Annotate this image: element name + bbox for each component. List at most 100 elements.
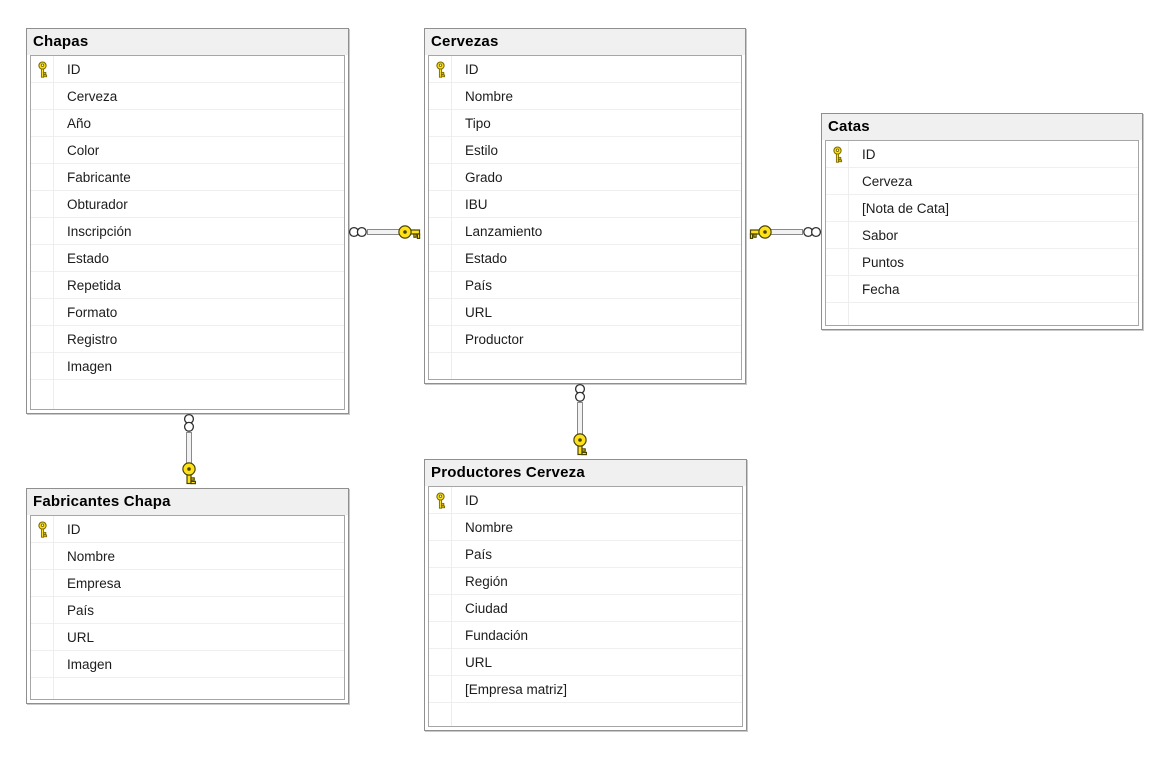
row-icon-cell bbox=[826, 276, 848, 302]
table-row[interactable]: Nombre bbox=[429, 83, 741, 110]
column-label: ID bbox=[67, 61, 81, 77]
relationship-connector[interactable] bbox=[348, 221, 424, 243]
table-title: Catas bbox=[822, 114, 1142, 140]
column-label: Región bbox=[465, 573, 508, 589]
many-cardinality-infinity-icon bbox=[348, 226, 367, 238]
table-row[interactable]: Fecha bbox=[826, 276, 1138, 303]
column-label: Tipo bbox=[465, 115, 491, 131]
table-row[interactable]: País bbox=[429, 541, 742, 568]
table-row[interactable]: Lanzamiento bbox=[429, 218, 741, 245]
table-row[interactable]: Nombre bbox=[31, 543, 344, 570]
relationship-connector[interactable] bbox=[178, 413, 200, 488]
column-label: País bbox=[67, 602, 95, 618]
table-row[interactable]: URL bbox=[429, 299, 741, 326]
row-icon-cell bbox=[429, 541, 451, 567]
relationship-connector[interactable] bbox=[569, 383, 591, 459]
row-icon-cell bbox=[429, 299, 451, 325]
column-label: Lanzamiento bbox=[465, 223, 543, 239]
row-icon-cell bbox=[31, 353, 53, 379]
row-icon-cell bbox=[429, 326, 451, 352]
table-row[interactable]: Puntos bbox=[826, 249, 1138, 276]
table-row[interactable]: Tipo bbox=[429, 110, 741, 137]
table-row[interactable]: Nombre bbox=[429, 514, 742, 541]
table-row[interactable]: Productor bbox=[429, 326, 741, 353]
table-row[interactable]: Registro bbox=[31, 326, 344, 353]
table-row[interactable]: IBU bbox=[429, 191, 741, 218]
table-row[interactable]: ID bbox=[826, 141, 1138, 168]
row-icon-cell bbox=[429, 191, 451, 217]
row-icon-cell bbox=[826, 168, 848, 194]
table-row[interactable]: URL bbox=[31, 624, 344, 651]
column-label: [Empresa matriz] bbox=[465, 681, 568, 697]
table-row[interactable]: URL bbox=[429, 649, 742, 676]
one-cardinality-key-icon bbox=[749, 225, 772, 240]
row-icon-cell bbox=[429, 568, 451, 594]
column-label: País bbox=[465, 546, 493, 562]
table-row[interactable]: Estado bbox=[31, 245, 344, 272]
table-row[interactable]: País bbox=[429, 272, 741, 299]
row-icon-cell bbox=[429, 649, 451, 675]
column-label: URL bbox=[465, 654, 493, 670]
column-label: URL bbox=[67, 629, 95, 645]
row-icon-cell bbox=[826, 195, 848, 221]
row-icon-cell bbox=[429, 514, 451, 540]
table-row[interactable]: Inscripción bbox=[31, 218, 344, 245]
row-icon-cell bbox=[826, 222, 848, 248]
table-row[interactable]: ID bbox=[31, 516, 344, 543]
column-label: ID bbox=[465, 61, 479, 77]
table-row[interactable]: Año bbox=[31, 110, 344, 137]
table-row[interactable]: Repetida bbox=[31, 272, 344, 299]
table-row[interactable]: Color bbox=[31, 137, 344, 164]
table-row[interactable]: ID bbox=[31, 56, 344, 83]
table-row[interactable]: ID bbox=[429, 487, 742, 514]
table-row[interactable]: Imagen bbox=[31, 651, 344, 678]
column-label: Fabricante bbox=[67, 169, 131, 185]
table-row[interactable]: Cerveza bbox=[826, 168, 1138, 195]
row-icon-cell bbox=[31, 137, 53, 163]
row-icon-cell bbox=[31, 218, 53, 244]
relationship-connector[interactable] bbox=[746, 221, 822, 243]
table-row[interactable]: Ciudad bbox=[429, 595, 742, 622]
row-icon-cell bbox=[31, 272, 53, 298]
table-row[interactable]: Fundación bbox=[429, 622, 742, 649]
table-row[interactable]: Empresa bbox=[31, 570, 344, 597]
column-label: Imagen bbox=[67, 656, 113, 672]
table-row[interactable]: Estado bbox=[429, 245, 741, 272]
primary-key-icon bbox=[429, 487, 451, 513]
table-row[interactable]: Grado bbox=[429, 164, 741, 191]
many-cardinality-infinity-icon bbox=[803, 226, 822, 238]
table-row[interactable]: ID bbox=[429, 56, 741, 83]
column-label: Cerveza bbox=[862, 173, 913, 189]
connector-line bbox=[769, 229, 803, 235]
primary-key-icon bbox=[429, 56, 451, 82]
table-row[interactable]: [Nota de Cata] bbox=[826, 195, 1138, 222]
row-icon-cell bbox=[31, 245, 53, 271]
table-row[interactable]: Fabricante bbox=[31, 164, 344, 191]
row-icon-cell bbox=[429, 164, 451, 190]
table-row[interactable]: Imagen bbox=[31, 353, 344, 380]
column-label: Productor bbox=[465, 331, 524, 347]
table-row[interactable]: Formato bbox=[31, 299, 344, 326]
table-row[interactable]: Cerveza bbox=[31, 83, 344, 110]
row-icon-cell bbox=[31, 191, 53, 217]
table-row[interactable]: País bbox=[31, 597, 344, 624]
many-cardinality-infinity-icon bbox=[183, 413, 195, 432]
column-label: Registro bbox=[67, 331, 118, 347]
column-label: Estilo bbox=[465, 142, 499, 158]
table-title: Fabricantes Chapa bbox=[27, 489, 348, 515]
table-row[interactable]: Obturador bbox=[31, 191, 344, 218]
table-row[interactable]: [Empresa matriz] bbox=[429, 676, 742, 703]
table-row[interactable]: Estilo bbox=[429, 137, 741, 164]
row-icon-cell bbox=[31, 597, 53, 623]
table-row[interactable]: Sabor bbox=[826, 222, 1138, 249]
table-row[interactable]: Región bbox=[429, 568, 742, 595]
